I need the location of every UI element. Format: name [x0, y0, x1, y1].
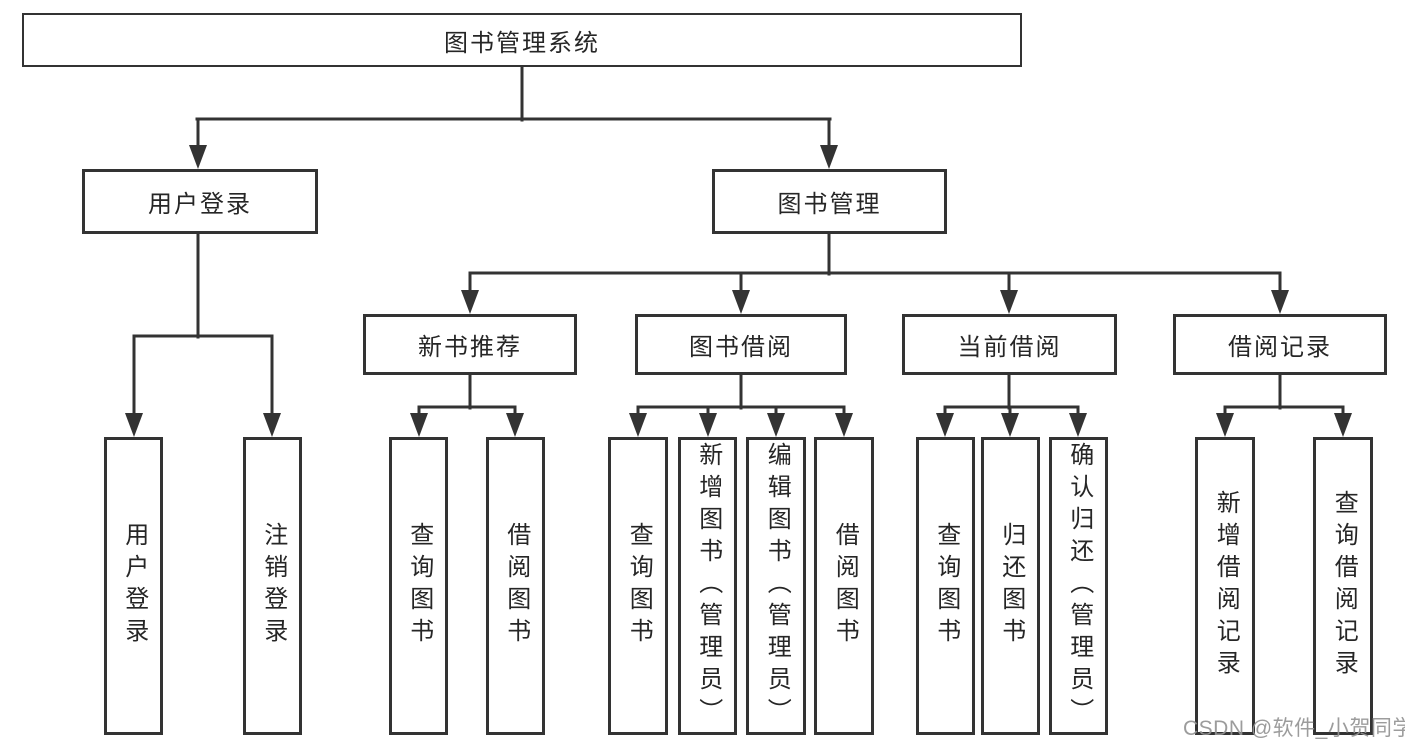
leaf-cb-return-books: 归还图书 [981, 437, 1040, 735]
node-label: 查询图书 [625, 522, 653, 650]
node-book-borrow: 图书借阅 [635, 314, 847, 375]
leaf-nb-borrow-books: 借阅图书 [486, 437, 545, 735]
node-label: 借阅图书 [502, 522, 530, 650]
node-label: 查询图书 [405, 522, 433, 650]
node-label: 图书管理 [777, 191, 882, 218]
node-label: 查询图书 [932, 522, 960, 650]
node-label: 编辑图书（管理员） [763, 442, 791, 730]
connector-arrowhead [1069, 413, 1087, 437]
node-label: 新书推荐 [418, 334, 522, 361]
connector-arrowhead [410, 413, 428, 437]
leaf-bb-query-books: 查询图书 [608, 437, 668, 735]
connector-arrowhead [1271, 290, 1289, 314]
node-label: 注销登录 [259, 522, 287, 650]
connector-arrowhead [1334, 413, 1352, 437]
connector-arrowhead [1216, 413, 1234, 437]
leaf-cb-query-books: 查询图书 [916, 437, 975, 735]
node-current-borrow: 当前借阅 [902, 314, 1117, 375]
node-label: 图书管理系统 [444, 29, 600, 57]
node-label: 用户登录 [148, 191, 252, 218]
leaf-bb-edit-books-admin: 编辑图书（管理员） [746, 437, 806, 735]
connector-arrowhead [767, 413, 785, 437]
connector-arrowhead [699, 413, 717, 437]
leaf-cb-confirm-return-admin: 确认归还（管理员） [1049, 437, 1108, 735]
node-label: 新增借阅记录 [1212, 490, 1240, 682]
leaf-user-login: 用户登录 [104, 437, 163, 735]
watermark: CSDN @软件_小贺同学 [1183, 717, 1405, 740]
node-label: 借阅图书 [831, 522, 859, 650]
connector-arrowhead [125, 413, 143, 437]
leaf-br-add-borrow-record: 新增借阅记录 [1195, 437, 1255, 735]
connector-arrowhead [732, 290, 750, 314]
connector-arrowhead [461, 290, 479, 314]
node-label: 新增图书（管理员） [694, 442, 722, 730]
node-label: 确认归还（管理员） [1065, 442, 1093, 730]
node-user-login: 用户登录 [82, 169, 318, 234]
node-label: 图书借阅 [689, 334, 793, 361]
connector-arrowhead [835, 413, 853, 437]
connector-arrowhead [1000, 290, 1018, 314]
node-label: 当前借阅 [957, 334, 1062, 361]
node-label: 借阅记录 [1228, 334, 1332, 361]
connector-arrowhead [820, 145, 838, 169]
connector-arrowhead [936, 413, 954, 437]
leaf-br-query-borrow-record: 查询借阅记录 [1313, 437, 1373, 735]
leaf-bb-add-books-admin: 新增图书（管理员） [678, 437, 737, 735]
connector-arrowhead [506, 413, 524, 437]
connector-arrowhead [629, 413, 647, 437]
node-book-management: 图书管理 [712, 169, 947, 234]
node-new-book-recommend: 新书推荐 [363, 314, 577, 375]
connector-arrowhead [1001, 413, 1019, 437]
node-label: 用户登录 [120, 522, 148, 650]
leaf-logout: 注销登录 [243, 437, 302, 735]
connector-arrowhead [263, 413, 281, 437]
node-label: 归还图书 [997, 522, 1025, 650]
leaf-bb-borrow-books: 借阅图书 [814, 437, 874, 735]
leaf-nb-query-books: 查询图书 [389, 437, 448, 735]
node-library-system: 图书管理系统 [22, 13, 1022, 67]
connector-arrowhead [189, 145, 207, 169]
node-label: 查询借阅记录 [1330, 490, 1358, 682]
node-borrow-records: 借阅记录 [1173, 314, 1387, 375]
